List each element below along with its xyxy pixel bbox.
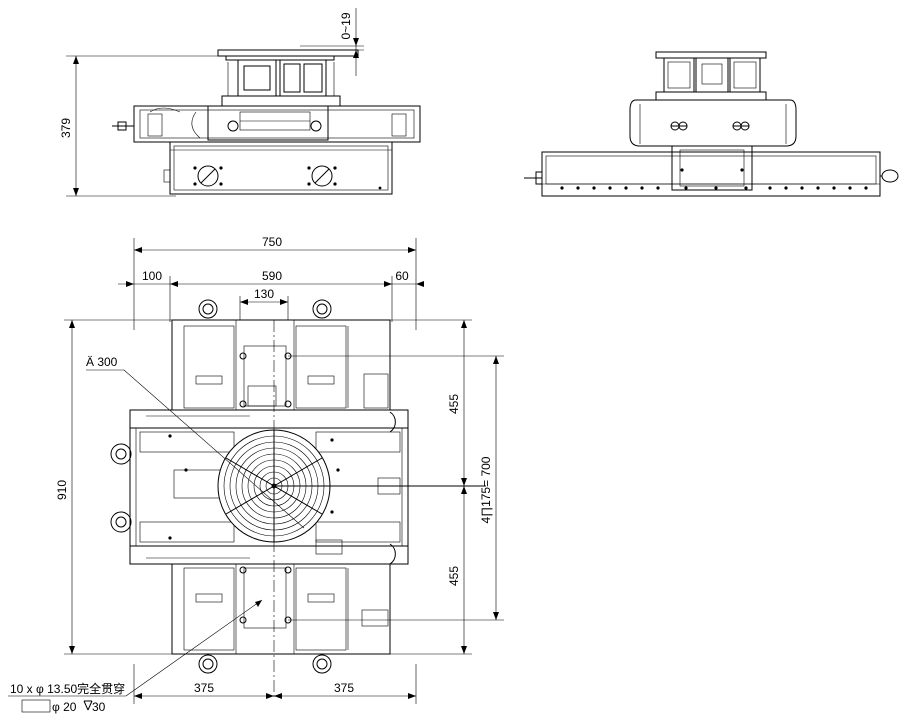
dimension-750: 750 xyxy=(133,235,417,330)
dimension-0-19: 0~19 xyxy=(300,8,364,76)
dim-590-label: 590 xyxy=(262,269,282,283)
hole-note-depth: 30 xyxy=(92,700,106,714)
plan-view xyxy=(110,299,486,700)
side-view-bolt-holes xyxy=(560,168,868,190)
dim-375-left-label: 375 xyxy=(194,681,214,695)
dim-0-19-label: 0~19 xyxy=(339,12,353,39)
side-view xyxy=(524,51,899,197)
dimension-910: 910 xyxy=(55,319,172,655)
dimension-375-pair: 375 375 xyxy=(133,664,417,704)
diameter-label: Ä 300 xyxy=(86,355,118,369)
dimension-379: 379 xyxy=(59,55,224,197)
dim-750-label: 750 xyxy=(262,235,282,249)
dimension-hole-spacing: 4∏175= 700 xyxy=(288,355,504,621)
dim-130-label: 130 xyxy=(254,287,274,301)
dim-910-label: 910 xyxy=(55,480,69,500)
dim-375-right-label: 375 xyxy=(334,681,354,695)
hole-note-line2: φ 20 xyxy=(52,700,77,714)
dim-379-label: 379 xyxy=(59,118,73,138)
diameter-callout: Ä 300 xyxy=(86,355,305,529)
dimension-100-590-60: 100 590 60 xyxy=(118,269,424,322)
dim-100-label: 100 xyxy=(142,269,162,283)
hole-note: 10 x φ 13.50完全贯穿 φ 20 30 xyxy=(8,599,263,714)
dimension-130: 130 xyxy=(239,287,289,320)
dim-60-label: 60 xyxy=(395,269,409,283)
dim-455-lower-label: 455 xyxy=(447,566,461,586)
hole-note-line1: 10 x φ 13.50完全贯穿 xyxy=(10,681,125,696)
dim-455-upper-label: 455 xyxy=(447,394,461,414)
front-view xyxy=(112,49,421,195)
dim-hole-spacing-label: 4∏175= 700 xyxy=(479,456,493,523)
dimension-455-pair: 455 455 xyxy=(390,319,472,655)
